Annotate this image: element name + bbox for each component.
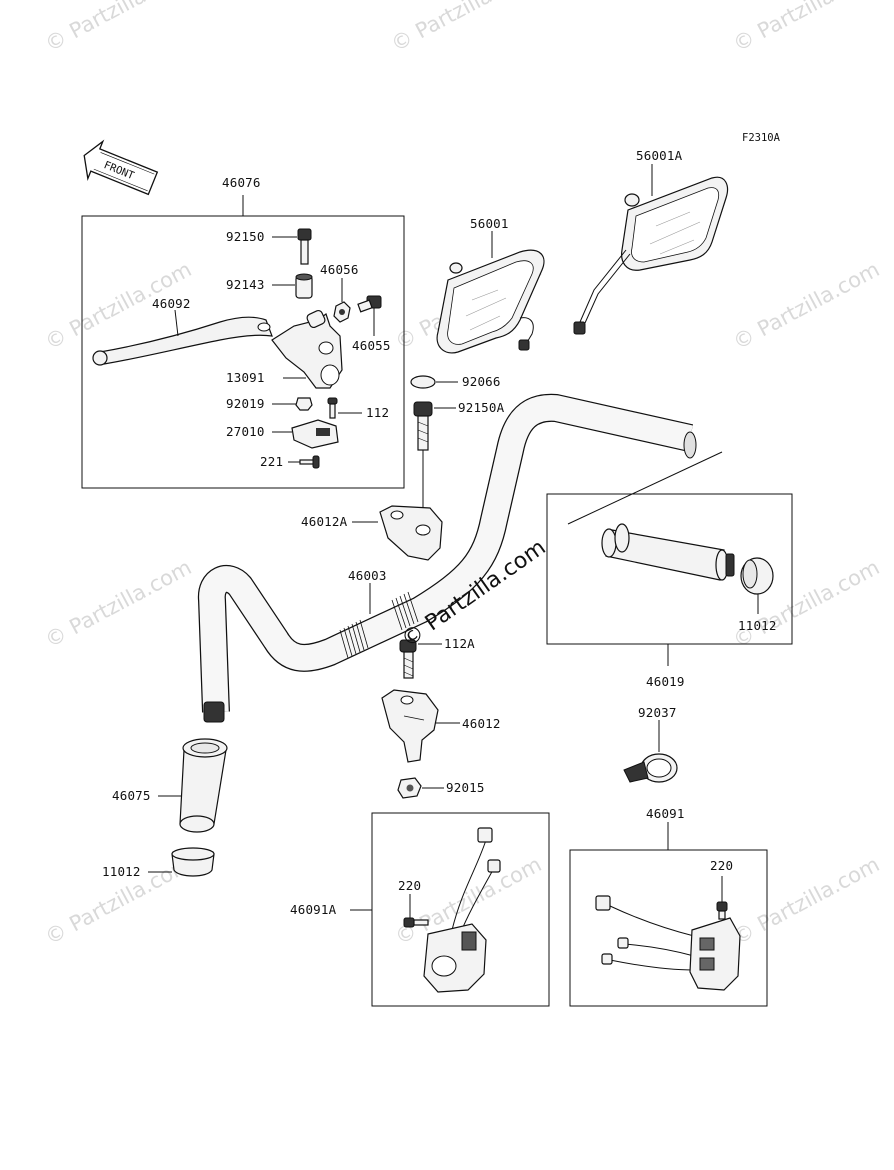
screw-220-right [716,901,728,920]
front-arrow-icon: FRONT [83,139,159,196]
label-46091A: 46091A [290,902,337,917]
label-13091: 13091 [226,370,265,385]
diagram-code: F2310A [742,132,781,144]
label-92015: 92015 [446,780,485,795]
label-46012: 46012 [462,716,501,731]
watermark-text: © Partzilla.com [729,257,883,354]
label-220-left: 220 [398,878,421,893]
label-46055: 46055 [352,338,391,353]
watermark-text: © Partzilla.com [41,555,195,652]
holder-13091 [271,309,343,389]
watermark-text: © Partzilla.com [729,0,883,56]
label-112A: 112A [444,636,475,651]
label-46003: 46003 [348,568,387,583]
label-92037: 92037 [638,705,677,720]
switch-housing-right [595,895,741,991]
label-46076: 46076 [222,175,261,190]
nut-92015 [397,777,422,799]
label-92066: 92066 [462,374,501,389]
bolt-92150A [413,401,433,451]
mirror-56001 [436,249,545,354]
grip-46075 [179,738,228,833]
cap-11012-right [740,557,774,595]
handlebar-46003 [197,393,697,723]
holder-46012 [381,689,439,763]
nut-46056 [333,301,351,323]
label-11012-right: 11012 [738,618,777,633]
clamp-92037 [623,753,678,783]
switch-housing-left [423,827,501,993]
throttle-grip-46019 [601,523,735,581]
label-46019: 46019 [646,674,685,689]
adjuster-46055 [357,295,382,313]
screw-221 [299,455,320,469]
label-92019: 92019 [226,396,265,411]
label-46012A: 46012A [301,514,348,529]
label-220-right: 220 [710,858,733,873]
mirror-56001A [573,176,729,335]
screw-112 [327,397,338,419]
label-92143: 92143 [226,277,265,292]
watermark-text: © Partzilla.com [387,0,541,56]
label-11012-left: 11012 [102,864,141,879]
cap-92066 [410,375,436,389]
label-112: 112 [366,405,389,420]
screw-220-left [403,917,429,928]
bolt-92150 [297,228,312,265]
watermark-text: © Partzilla.com [41,0,195,56]
label-56001: 56001 [470,216,509,231]
label-46091: 46091 [646,806,685,821]
label-92150A: 92150A [458,400,505,415]
label-221: 221 [260,454,283,469]
cap-11012-left [171,847,215,877]
label-92150: 92150 [226,229,265,244]
lever-46092 [92,316,273,366]
collar-92143 [295,273,313,299]
label-46092: 46092 [152,296,191,311]
label-56001A: 56001A [636,148,683,163]
nut-92019 [295,397,313,411]
bolt-112A [399,639,417,679]
label-46056: 46056 [320,262,359,277]
holder-46012A [379,505,443,561]
switch-27010 [291,419,339,449]
watermark-text: © Partzilla.com [729,852,883,949]
label-46075: 46075 [112,788,151,803]
label-27010: 27010 [226,424,265,439]
throttle-grip-box [546,493,793,645]
